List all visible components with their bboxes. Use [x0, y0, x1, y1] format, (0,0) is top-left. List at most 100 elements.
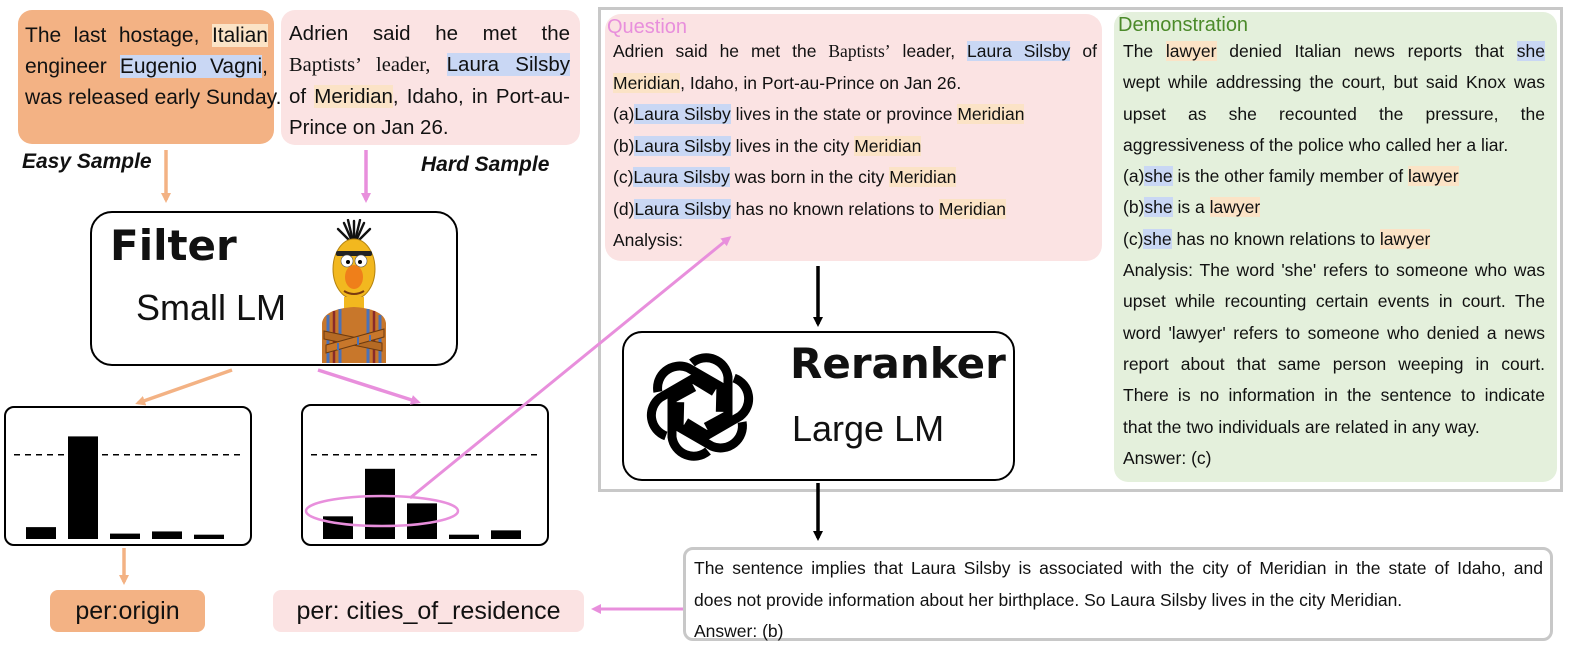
- llm-answer-box: The sentence implies that Laura Silsby i…: [683, 547, 1553, 641]
- object-highlight: lawyer: [1165, 41, 1217, 61]
- question-analysis: Analysis:: [613, 230, 684, 250]
- hard-output-label: per: cities_of_residence: [273, 590, 584, 632]
- demo-answer: Answer: (c): [1123, 447, 1212, 468]
- easy-sample-line: engineer Eugenio Vagni,: [25, 51, 268, 82]
- demo-analysis-line: Analysis: The word 'she' refers to someo…: [1123, 260, 1545, 281]
- entity-highlight: she: [1516, 41, 1545, 61]
- demo-analysis-line: word 'lawyer' refers to someone who deni…: [1123, 322, 1545, 343]
- demo-text: The: [1123, 41, 1166, 61]
- question-option-c: (c)Laura Silsby was born in the city Mer…: [613, 162, 1102, 194]
- object-highlight: Meridian: [314, 85, 393, 108]
- object-highlight: lawyer: [1407, 166, 1459, 187]
- filter-to-hard-hist-arrow: [317, 368, 421, 405]
- filter-to-easy-hist-arrow: [135, 368, 233, 406]
- option-text: was born in the city: [729, 167, 890, 187]
- demo-analysis-line: upset while recounting certain events in…: [1123, 291, 1545, 312]
- reranker-title: Reranker: [790, 339, 1006, 388]
- easy-histogram-plot: [14, 436, 241, 539]
- hard-text: Baptists’ leader,: [289, 54, 431, 76]
- histogram-bar: [365, 468, 395, 539]
- entity-highlight: Laura Silsby: [634, 135, 731, 156]
- easy-histogram: [4, 406, 252, 546]
- object-highlight: lawyer: [1379, 228, 1431, 249]
- object-highlight: Meridian: [854, 135, 922, 156]
- demo-analysis-line: There is no information in the sentence …: [1123, 385, 1545, 406]
- question-text: Adrien said he met the: [613, 41, 829, 61]
- object-highlight: Meridian: [613, 72, 681, 93]
- histogram-bar: [68, 436, 98, 539]
- reranker-subtitle: Large LM: [792, 408, 945, 449]
- muppet-mascot-icon: [322, 219, 386, 363]
- histogram-bar: [407, 503, 437, 539]
- easy-sample-line: was released early Sunday.: [25, 86, 282, 109]
- entity-highlight: Laura Silsby: [967, 41, 1071, 61]
- option-text: lives in the city: [730, 135, 855, 156]
- option-prefix: (b): [613, 135, 635, 156]
- object-highlight: Italian: [211, 24, 268, 47]
- demo-analysis-line: that the two individuals are related in …: [1123, 416, 1480, 437]
- filter-box: Filter Small LM: [90, 211, 458, 366]
- option-prefix: (a): [613, 104, 635, 124]
- hard-histogram-plot: [311, 454, 538, 539]
- option-prefix: (b): [1123, 197, 1145, 218]
- filter-subtitle: Small LM: [136, 287, 287, 328]
- histogram-bar: [152, 531, 182, 539]
- question-text: , Idaho, in Port-au-Prince on Jan 26.: [680, 72, 962, 93]
- question-option-a: (a)Laura Silsby lives in the state or pr…: [613, 99, 1102, 131]
- question-title: Question: [607, 16, 688, 38]
- demonstration-title: Demonstration: [1118, 14, 1249, 36]
- demonstration-box: Demonstration The lawyer denied Italian …: [1114, 12, 1557, 482]
- object-highlight: Meridian: [957, 104, 1025, 124]
- histogram-bar: [449, 534, 479, 539]
- question-line: Meridian, Idaho, in Port-au-Prince on Ja…: [613, 68, 1102, 100]
- option-prefix: (a): [1123, 166, 1145, 187]
- entity-highlight: Laura Silsby: [634, 104, 731, 124]
- entity-highlight: she: [1144, 197, 1173, 218]
- option-text: lives in the state or province: [730, 104, 958, 124]
- demo-option-a: (a)she is the other family member of law…: [1123, 161, 1557, 192]
- answer-line: The sentence implies that Laura Silsby i…: [694, 558, 1543, 578]
- easy-sample-line: The last hostage, Italian: [25, 20, 268, 51]
- demo-line: upset as she recounted the pressure, the: [1123, 103, 1545, 124]
- answer-line: Answer: (b): [694, 621, 784, 641]
- hard-sample-line: Adrien said he met the: [289, 22, 570, 45]
- histogram-bar: [323, 516, 353, 539]
- histogram-bar: [491, 530, 521, 539]
- option-text: is a: [1172, 197, 1210, 218]
- option-text: has no known relations to: [730, 198, 939, 219]
- easy-output-label: per:origin: [50, 590, 205, 632]
- demo-line: wept while addressing the court, but sai…: [1123, 72, 1545, 93]
- hard-sample-line: Prince on Jan 26.: [289, 116, 449, 139]
- entity-highlight: she: [1143, 228, 1172, 249]
- easy-text: engineer: [25, 55, 107, 78]
- hard-histogram: [301, 404, 549, 546]
- option-prefix: (c): [1123, 228, 1144, 249]
- object-highlight: lawyer: [1209, 197, 1261, 218]
- easy-sample-box: The last hostage, Italian engineer Eugen…: [18, 10, 282, 144]
- demo-option-c: (c)she has no known relations to lawyer: [1123, 224, 1557, 255]
- entity-highlight: Laura Silsby: [446, 53, 570, 76]
- easy-text: ,: [262, 55, 268, 78]
- hard-sample-line: Baptists’ leader, Laura Silsby: [289, 49, 570, 81]
- question-text: of: [1070, 41, 1097, 61]
- reranker-box: Reranker Large LM: [622, 331, 1015, 481]
- hard-sample-label: Hard Sample: [421, 153, 550, 176]
- hard-text: of: [289, 85, 307, 108]
- histogram-bar: [26, 527, 56, 539]
- demo-option-b: (b)she is a lawyer: [1123, 192, 1557, 223]
- demo-text: denied Italian news reports that: [1216, 41, 1517, 61]
- question-option-b: (b)Laura Silsby lives in the city Meridi…: [613, 131, 1102, 163]
- entity-highlight: Laura Silsby: [634, 198, 731, 219]
- question-text: Baptists’: [828, 41, 891, 61]
- entity-highlight: she: [1144, 166, 1173, 187]
- object-highlight: Meridian: [938, 198, 1007, 219]
- demo-line: The lawyer denied Italian news reports t…: [1123, 36, 1545, 67]
- entity-highlight: Laura Silsby: [633, 167, 730, 187]
- hard-sample-line: of Meridian, Idaho, in Port-au-: [289, 81, 570, 112]
- object-highlight: Meridian: [889, 167, 957, 187]
- easy-sample-label: Easy Sample: [22, 150, 152, 173]
- histogram-bar: [110, 533, 140, 539]
- hard-text: , Idaho, in Port-au-: [392, 85, 570, 108]
- entity-highlight: Eugenio Vagni: [119, 55, 263, 78]
- question-line: Adrien said he met the Baptists’ leader,…: [613, 36, 1097, 68]
